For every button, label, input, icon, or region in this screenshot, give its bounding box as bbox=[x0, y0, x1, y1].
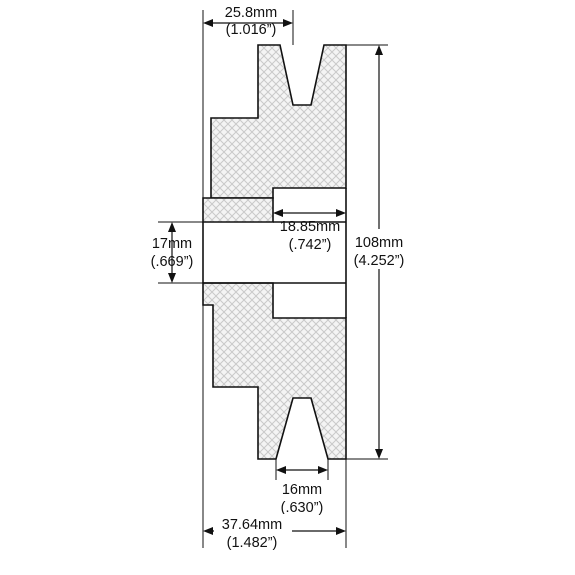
dim-groove-mm: 16mm bbox=[282, 482, 322, 498]
dim-hub: 17mm (.669”) bbox=[151, 222, 194, 283]
dim-overall-width: 37.64mm (1.482”) bbox=[203, 514, 346, 551]
dim-top-width-inch: (1.016”) bbox=[226, 22, 277, 38]
dim-groove: 16mm (.630”) bbox=[276, 466, 328, 516]
hub-section-upper bbox=[202, 197, 274, 223]
dim-groove-inch: (.630”) bbox=[281, 500, 324, 516]
pulley-section-lower bbox=[202, 282, 347, 460]
dim-outer-diameter-mm: 108mm bbox=[355, 235, 403, 251]
dim-hub-mm: 17mm bbox=[152, 236, 192, 252]
dim-hub-inch: (.669”) bbox=[151, 254, 194, 270]
dim-top-width: 25.8mm (1.016”) bbox=[203, 5, 293, 38]
dim-bore-mm: 18.85mm bbox=[280, 219, 340, 235]
dim-overall-width-inch: (1.482”) bbox=[227, 535, 278, 551]
dim-outer-diameter: 108mm (4.252”) bbox=[352, 45, 412, 459]
dim-outer-diameter-inch: (4.252”) bbox=[354, 253, 405, 269]
dim-bore: 18.85mm (.742”) bbox=[273, 209, 346, 253]
pulley-section-upper bbox=[210, 44, 347, 199]
dim-top-width-mm: 25.8mm bbox=[225, 5, 277, 21]
dim-overall-width-mm: 37.64mm bbox=[222, 517, 282, 533]
dim-bore-inch: (.742”) bbox=[289, 237, 332, 253]
